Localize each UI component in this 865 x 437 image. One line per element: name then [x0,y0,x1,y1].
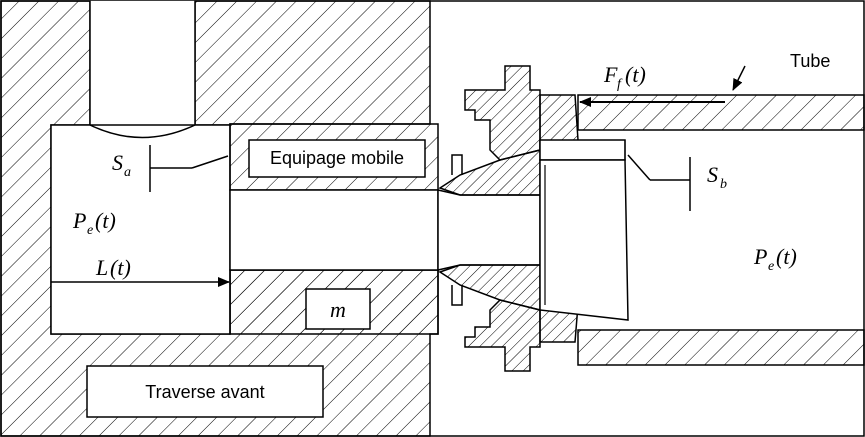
nozzle [437,149,541,311]
l-symbol: L [95,255,108,280]
sa-symbol: S [112,150,123,175]
equipage-label: Equipage mobile [270,148,404,168]
ff-subscript: f [617,77,623,92]
coupling-nut-bottom [464,299,579,372]
ff-arg: (t) [625,62,646,87]
sb-subscript: b [720,177,727,192]
sb-symbol: S [707,162,718,187]
l-annotation: L (t) [51,255,230,287]
ff-tick-arrow [732,65,746,91]
pe-right-arg: (t) [776,244,797,269]
ff-symbol: F [603,62,618,87]
pe-left-subscript: e [87,223,93,238]
l-arg: (t) [110,255,131,280]
tube [539,94,865,366]
sa-annotation: S a [112,145,229,192]
tube-label: Tube [790,51,830,71]
ff-annotation: F f (t) [579,62,746,107]
pe-left-symbol: P [72,208,86,233]
coupling-nut-top [464,65,626,161]
traverse-box [86,365,324,418]
equipage-box [248,139,426,178]
traverse-label: Traverse avant [145,382,264,402]
pressure-chamber [50,1,231,335]
pe-left-arg: (t) [95,208,116,233]
pe-right-symbol: P [753,244,767,269]
pe-right-annotation: P e (t) [753,244,797,274]
mass-box [305,288,371,330]
sb-annotation: S b [627,154,727,211]
sa-subscript: a [124,165,131,180]
pe-right-subscript: e [768,259,774,274]
mass-label: m [330,297,346,322]
pe-left-annotation: P e (t) [72,208,116,238]
